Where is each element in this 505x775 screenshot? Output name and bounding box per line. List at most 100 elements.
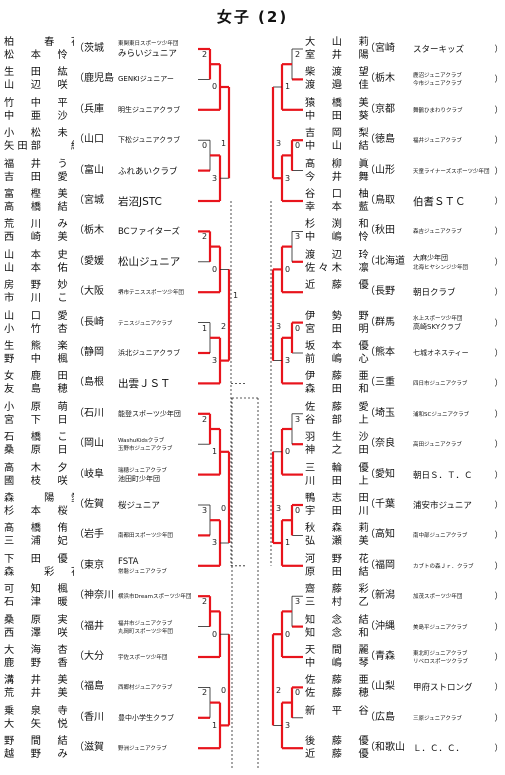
player-1-name: 秋 森 莉 亜 [305,523,375,535]
player-2-name: 室 井 陽 苗 [305,50,375,61]
match-score: 1 [285,538,291,548]
player-2-name: 森 彩 花 [4,566,74,578]
player-names: 近 藤 優 衣 [305,279,375,305]
club-line: 瑞穂ジュニアクラブ [118,467,167,474]
page-title: 女子 (2) [216,8,289,26]
player-1-name: 髙 橋 侑 愛 [4,523,74,535]
prefecture: （長野 [365,286,395,298]
prefecture: （和歌山 [365,742,405,754]
player-1-name: 渡 辺 玲 花 [305,249,375,261]
club-line: 甲府ストロング [413,683,473,694]
prefecture: （群馬 [365,316,395,328]
player-names: 房 野 妙 千市 川 こ い と [4,279,74,305]
player-names: 羽 生 沙 音神 之 田 心 結 [305,431,375,457]
player-1-name: 大 海 杏 桜 [4,645,74,656]
player-2-name: 佐 藤 穂 舞 [305,688,375,700]
club-line: 鹿沼ジュニアクラブ [413,73,462,80]
prefecture: （愛知 [365,468,395,480]
player-1-name: 三 輪 優 月 [305,462,375,474]
club-line: 松山ジュニア [118,256,181,269]
club-line: 東関東日スポーツ少年団 [118,41,179,47]
player-2-name: 谷 部 上 心 [305,414,375,426]
player-2-name: 市 川 こ い と [4,293,74,305]
club-name: 瑞穂ジュニアクラブ池田町少年団 [118,462,200,488]
player-names: 新 平 谷 春 花 [305,705,375,731]
close-paren: ） [494,531,503,542]
player-1-name: 女 鹿 田 千 咲 [4,371,74,383]
prefecture: （新潟 [365,590,395,602]
match-score: 2 [202,414,208,424]
player-1-name: 荒 川 み の り [4,219,74,231]
player-2-name: 神 之 田 心 結 [305,445,375,457]
close-paren: ） [494,592,503,603]
club-line: 玉野市ジュニアクラブ [118,446,173,453]
player-2-name: 中 山 結 都 [305,141,375,153]
close-paren: ） [494,653,503,663]
player-2-name: 中 亜 沙 美 [4,110,74,122]
player-1-name: 天 間 麗 奈 [305,645,375,656]
player-2-name: 知 念 和 可 子 [305,627,375,639]
player-2-name: 西 崎 美 紅 [4,232,74,244]
player-names: 富 樫 美 澄高 橋 結 南 [4,188,74,214]
player-1-name: 桑 原 実 澪 [4,614,74,626]
player-1-name: 猿 橋 美 心 [305,97,375,109]
prefecture: （京都 [365,103,395,115]
prefecture: （栃木 [74,225,104,237]
player-1-name: 福 井 う た [4,158,74,170]
club-name: 舞鶴ひまわりクラブ） [413,97,503,123]
prefecture: （兵庫 [74,103,104,115]
close-paren: ） [494,318,503,329]
club-line: スターキッズ [413,45,465,55]
close-paren: ） [494,561,503,572]
club-line: ふれあいクラブ [118,166,178,177]
player-names: 谷 口 柚 葉幸 本 藍 里 [305,188,375,214]
club-line: 堺市テニススポーツ少年団 [118,290,184,297]
club-line: 浦和SCジュニアクラブ [413,411,470,418]
club-line: Ｌ．Ｃ．Ｃ． [413,744,465,755]
player-names: 坂 本 優 心前 嶋 心 衣 [305,340,375,366]
player-2-name: 越 野 み ず き [4,749,74,761]
match-score: 2 [202,597,208,607]
player-1-name: 山 本 史 實 [4,249,74,261]
club-line: 宇佐スポーツ少年団 [118,655,168,661]
player-1-name: 野 間 結 菜 [4,736,74,748]
close-paren: ） [494,409,503,420]
player-1-name: 生 田 紘 華 [4,67,74,79]
club-name: 福井ジュニアクラブ） [413,127,503,153]
club-line: 横浜市Dreamスポーツ少年団 [118,594,192,601]
player-names: 山 本 史 實山 本 佑 奈 [4,249,74,275]
club-line: 池田町少年団 [118,474,160,483]
prefecture: （徳島 [365,134,395,146]
club-line: 東北町ジュニアクラブ [413,651,468,657]
close-paren: ） [494,379,503,390]
match-score: 1 [212,447,218,457]
club-name: ふれあいクラブ [118,158,200,184]
prefecture: （岡山 [74,438,104,450]
player-names: 森 陽 愛杉 本 桜 和 子 [4,492,74,518]
club-name: 東関東日スポーツ少年団みらいジュニア [118,36,200,62]
prefecture: （山形 [365,164,395,176]
club-name: 出雲ＪＳＴ [118,370,200,396]
club-line: 大麻少年団 [413,253,448,262]
prefecture: （神奈川 [74,590,114,602]
close-paren: ） [494,166,503,177]
match-score: 3 [295,597,301,607]
player-names: 柴 渡 望 咲渡 邉 佳 穂 [305,66,375,92]
match-score: 3 [276,321,282,331]
club-line: 森吉ジュニアクラブ [413,229,462,236]
player-1-name: 生 熊 楽 実 [4,341,74,352]
club-name: 鹿沼ジュニアクラブ今市ジュニアクラブ） [413,66,503,92]
close-paren: ） [494,501,503,511]
